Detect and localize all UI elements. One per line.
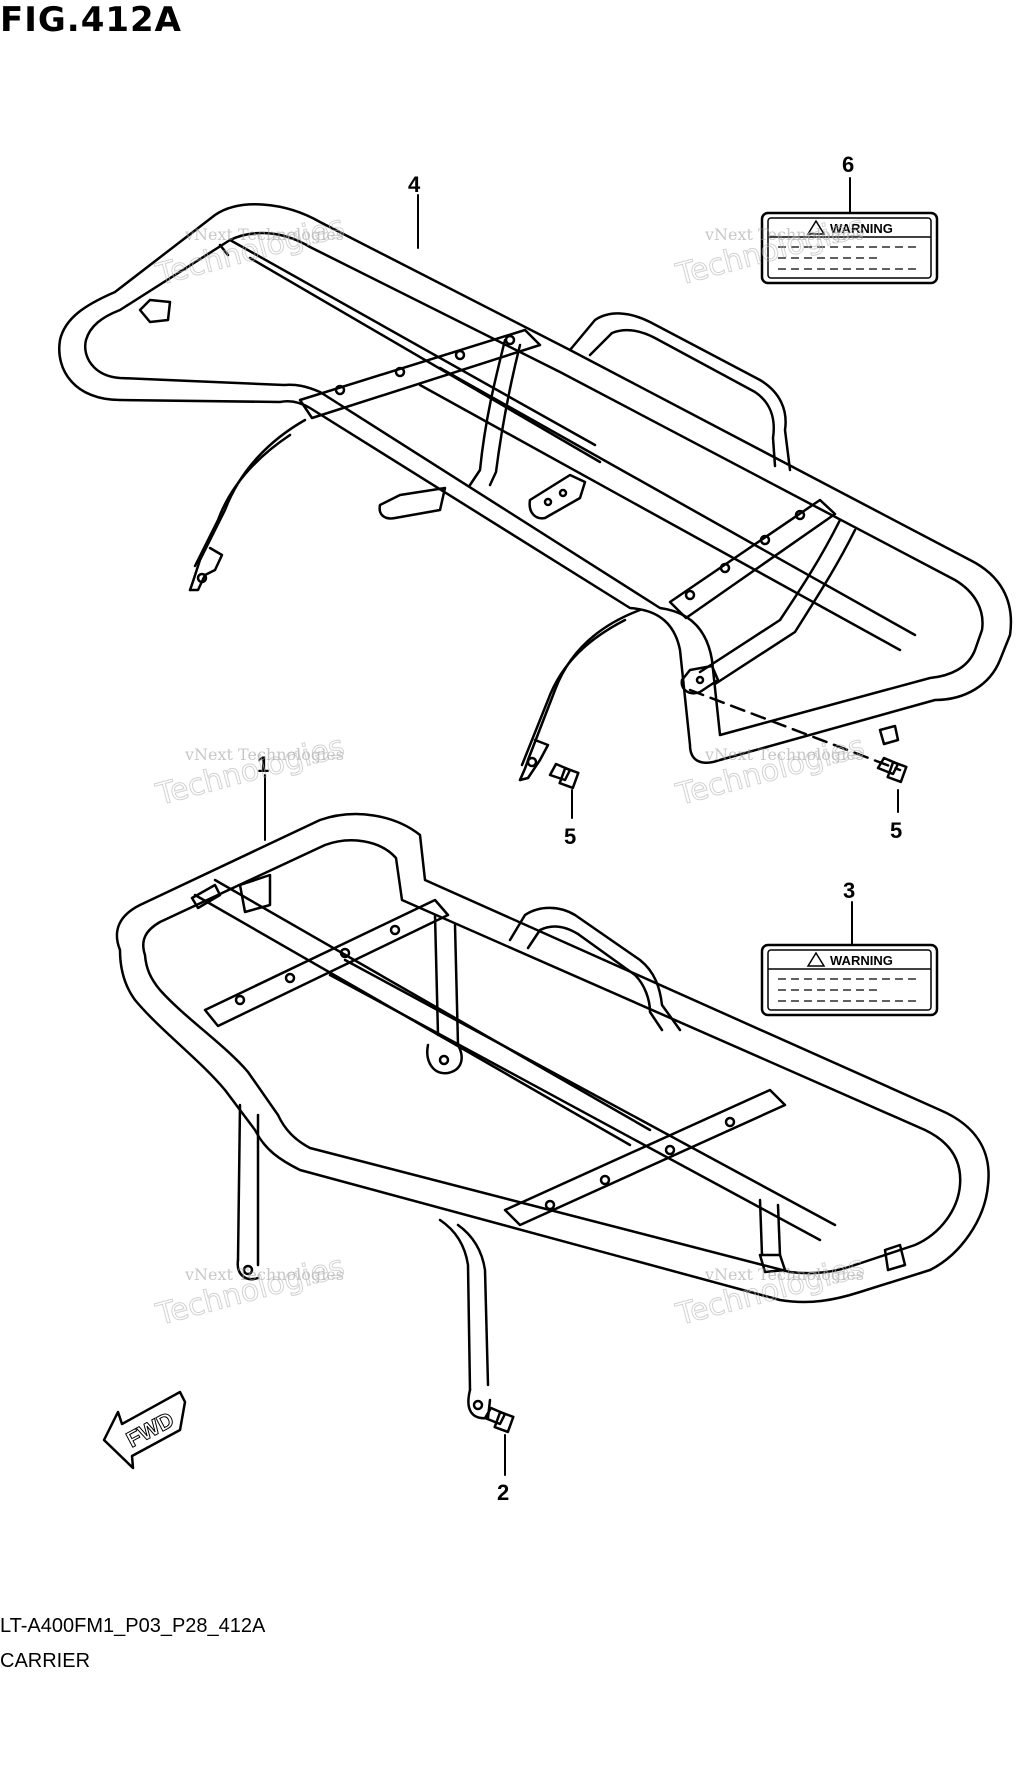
callout-5-right: 5 bbox=[890, 818, 902, 843]
watermark-bottom-left: vNext Technologies Technologies bbox=[152, 1249, 349, 1334]
svg-text:vNext Technologies: vNext Technologies bbox=[704, 225, 864, 244]
svg-text:vNext Technologies: vNext Technologies bbox=[184, 225, 344, 244]
bolt-part-2 bbox=[483, 1406, 515, 1434]
svg-text:Technologies: Technologies bbox=[672, 1249, 868, 1333]
svg-text:vNext Technologies: vNext Technologies bbox=[184, 1265, 344, 1284]
front-carrier-part-1 bbox=[115, 812, 990, 1420]
svg-text:Technologies: Technologies bbox=[672, 729, 868, 813]
fwd-arrow-icon bbox=[102, 1390, 187, 1470]
callout-1: 1 bbox=[257, 752, 269, 777]
callout-5-left: 5 bbox=[564, 824, 576, 849]
warning-label-3-text: WARNING bbox=[830, 953, 893, 968]
warning-triangle-icon bbox=[806, 951, 826, 967]
warning-label-6-text: WARNING bbox=[830, 221, 893, 236]
forward-direction-arrow: FWD bbox=[102, 1390, 187, 1470]
watermark-mid-right: vNext Technologies Technologies bbox=[672, 729, 869, 814]
figure-name: CARRIER bbox=[0, 1650, 91, 1672]
svg-text:Technologies: Technologies bbox=[152, 729, 348, 813]
warning-label-part-6: WARNING bbox=[760, 211, 939, 285]
callout-6: 6 bbox=[842, 152, 854, 177]
svg-text:vNext Technologies: vNext Technologies bbox=[704, 1265, 864, 1284]
figure-code: LT-A400FM1_P03_P28_412A bbox=[0, 1615, 266, 1637]
watermark-mid-left: vNext Technologies Technologies bbox=[152, 729, 349, 814]
rear-carrier-part-4 bbox=[58, 203, 1013, 782]
bolt-part-5-left bbox=[548, 762, 580, 790]
svg-text:vNext Technologies: vNext Technologies bbox=[184, 745, 344, 764]
watermark-bottom-right: vNext Technologies Technologies bbox=[672, 1249, 869, 1334]
callout-3: 3 bbox=[843, 878, 855, 903]
warning-triangle-icon bbox=[806, 219, 826, 235]
bolt-part-5-right bbox=[876, 756, 908, 784]
callout-2: 2 bbox=[497, 1480, 509, 1505]
warning-label-part-3: WARNING bbox=[760, 943, 939, 1017]
svg-text:Technologies: Technologies bbox=[152, 1249, 348, 1333]
figure-title: FIG.412A bbox=[0, 0, 182, 40]
callout-4: 4 bbox=[408, 172, 421, 197]
svg-text:vNext Technologies: vNext Technologies bbox=[704, 745, 864, 764]
